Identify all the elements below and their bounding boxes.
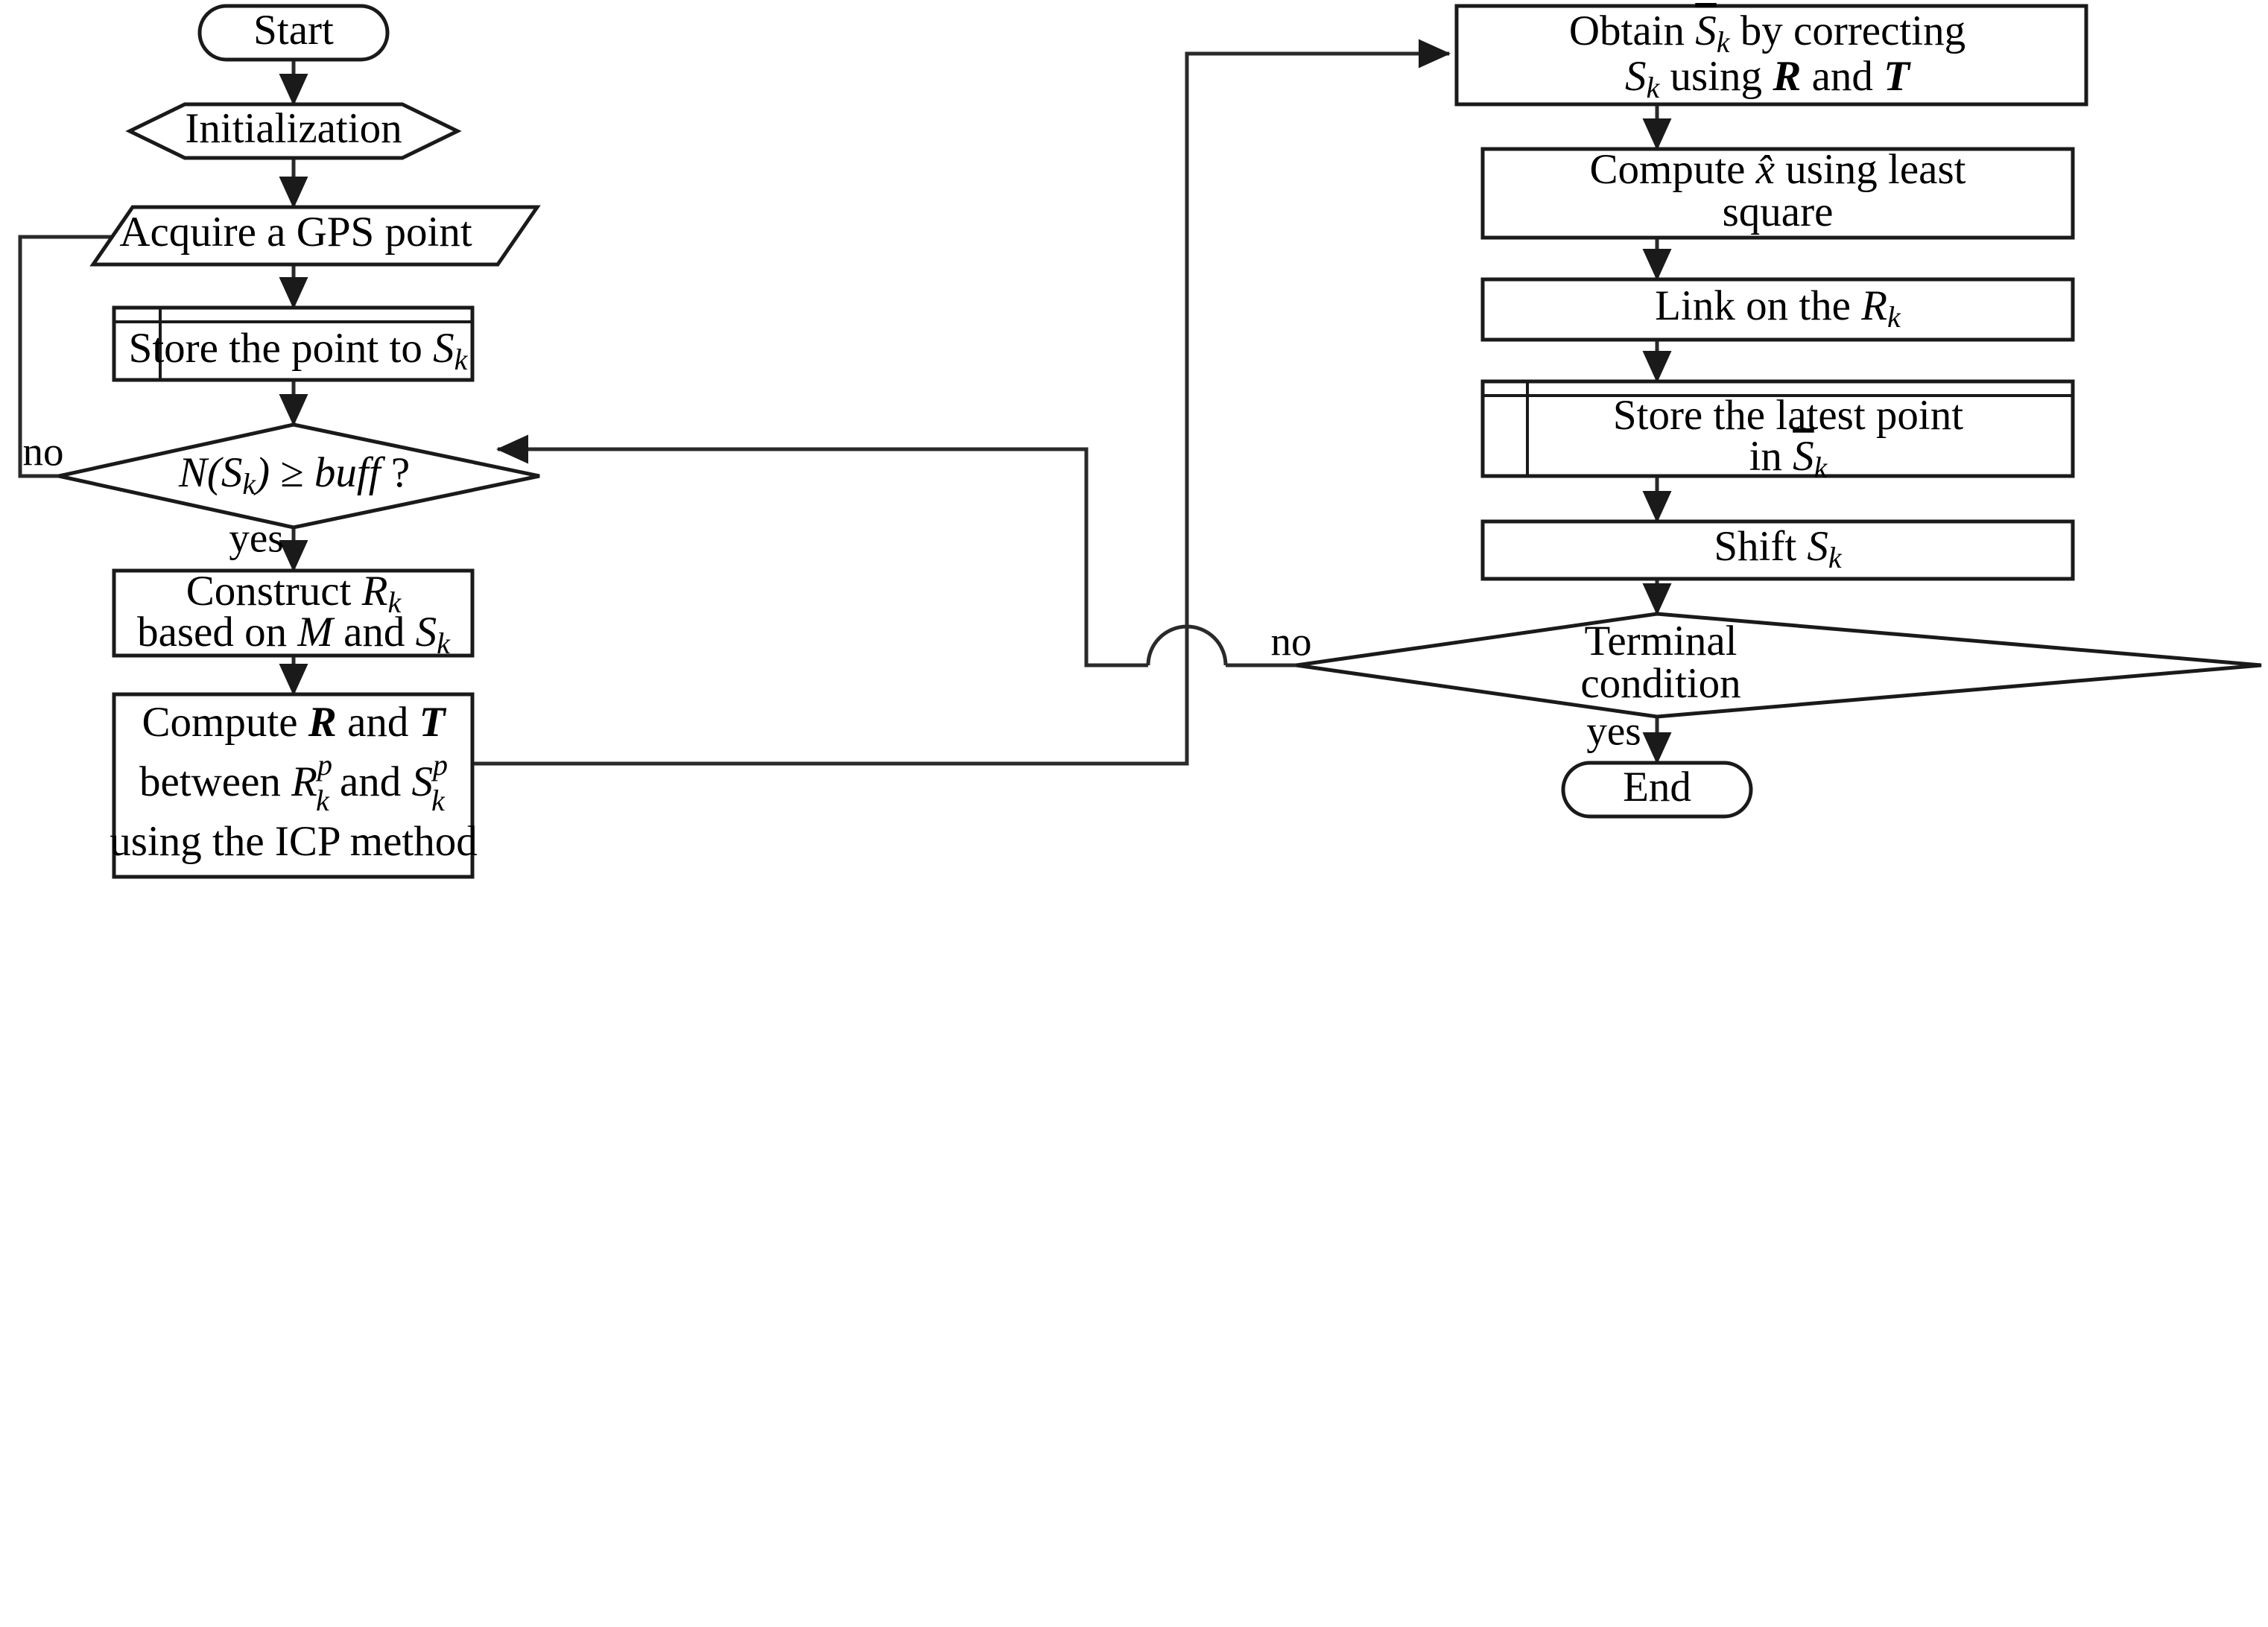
construct-r-line1: Construct Rk — [186, 568, 402, 619]
edge-label-buffcheck-yes: yes — [229, 516, 283, 561]
end-label: End — [1623, 764, 1691, 811]
obtain-sbar-shape — [1454, 4, 2088, 107]
edge-label-terminal-yes: yes — [1586, 708, 1641, 754]
node-shift-s[interactable]: Shift Sk — [1480, 519, 2075, 581]
compute-rt-line1: Compute R and T — [142, 699, 447, 746]
shift-s-shape — [1480, 519, 2075, 581]
shift-s-label: Shift Sk — [1714, 523, 1843, 574]
store-latest-line1: Store the latest point — [1613, 392, 1963, 439]
compute-rt-shape — [112, 692, 475, 879]
node-store-point[interactable]: Store the point to Sk — [112, 305, 475, 382]
edge-terminal-no-seg2 — [495, 434, 1148, 667]
buff-check-label: N(Sk) ≥ buff ? — [178, 449, 410, 501]
node-end[interactable]: End — [1561, 761, 1753, 819]
edge-terminal-no-linehop — [1146, 624, 1228, 666]
node-construct-r[interactable]: Construct Rk based on M and Sk — [112, 568, 475, 660]
construct-r-shape — [112, 568, 475, 658]
terminal-condition-line2: condition — [1580, 660, 1740, 707]
node-store-latest[interactable]: Store the latest point in Sk — [1480, 379, 2075, 484]
edge-computert-to-obtain — [474, 39, 1451, 766]
store-latest-shape — [1480, 379, 2075, 478]
compute-x-line1: Compute x̂ using least — [1589, 146, 1966, 193]
store-latest-line2: in Sk — [1749, 433, 1828, 484]
node-compute-x[interactable]: Compute x̂ using least square — [1480, 146, 2075, 240]
node-link-r[interactable]: Link on the Rk — [1480, 277, 2075, 342]
obtain-sbar-line1: Obtain Sk by correcting — [1569, 7, 1966, 59]
link-r-shape — [1480, 277, 2075, 342]
construct-r-line2: based on M and Sk — [137, 609, 451, 660]
node-initialization[interactable]: Initialization — [125, 102, 462, 160]
end-shape — [1561, 761, 1753, 819]
node-start[interactable]: Start — [197, 4, 390, 62]
link-r-label: Link on the Rk — [1655, 282, 1901, 334]
edge-label-terminal-no: no — [1271, 619, 1312, 665]
obtain-sbar-line2: Sk using R and T — [1625, 53, 1911, 104]
node-buff-check[interactable]: N(Sk) ≥ buff ? — [58, 422, 540, 530]
acquire-gps-label: Acquire a GPS point — [119, 209, 472, 256]
terminal-condition-line1: Terminal — [1585, 618, 1738, 665]
node-terminal-condition[interactable]: Terminal condition — [1296, 612, 2262, 719]
compute-x-line2: square — [1723, 188, 1834, 235]
start-shape — [197, 4, 390, 62]
node-obtain-sbar[interactable]: Obtain Sk by correcting Sk using R and T — [1454, 4, 2088, 107]
store-point-shape — [112, 305, 475, 382]
start-label: Start — [253, 7, 334, 54]
initialization-label: Initialization — [185, 105, 402, 152]
compute-x-shape — [1480, 147, 2075, 240]
store-point-label: Store the point to Sk — [129, 325, 469, 376]
acquire-gps-shape — [89, 205, 541, 267]
buff-check-shape — [58, 422, 540, 530]
edge-label-buffcheck-no: no — [23, 429, 64, 475]
node-acquire-gps[interactable]: Acquire a GPS point — [89, 205, 541, 267]
terminal-condition-shape — [1296, 612, 2262, 719]
compute-rt-line3: using the ICP method — [110, 818, 477, 865]
edge-buffcheck-no-to-acquire — [18, 222, 175, 478]
initialization-shape — [125, 102, 462, 160]
